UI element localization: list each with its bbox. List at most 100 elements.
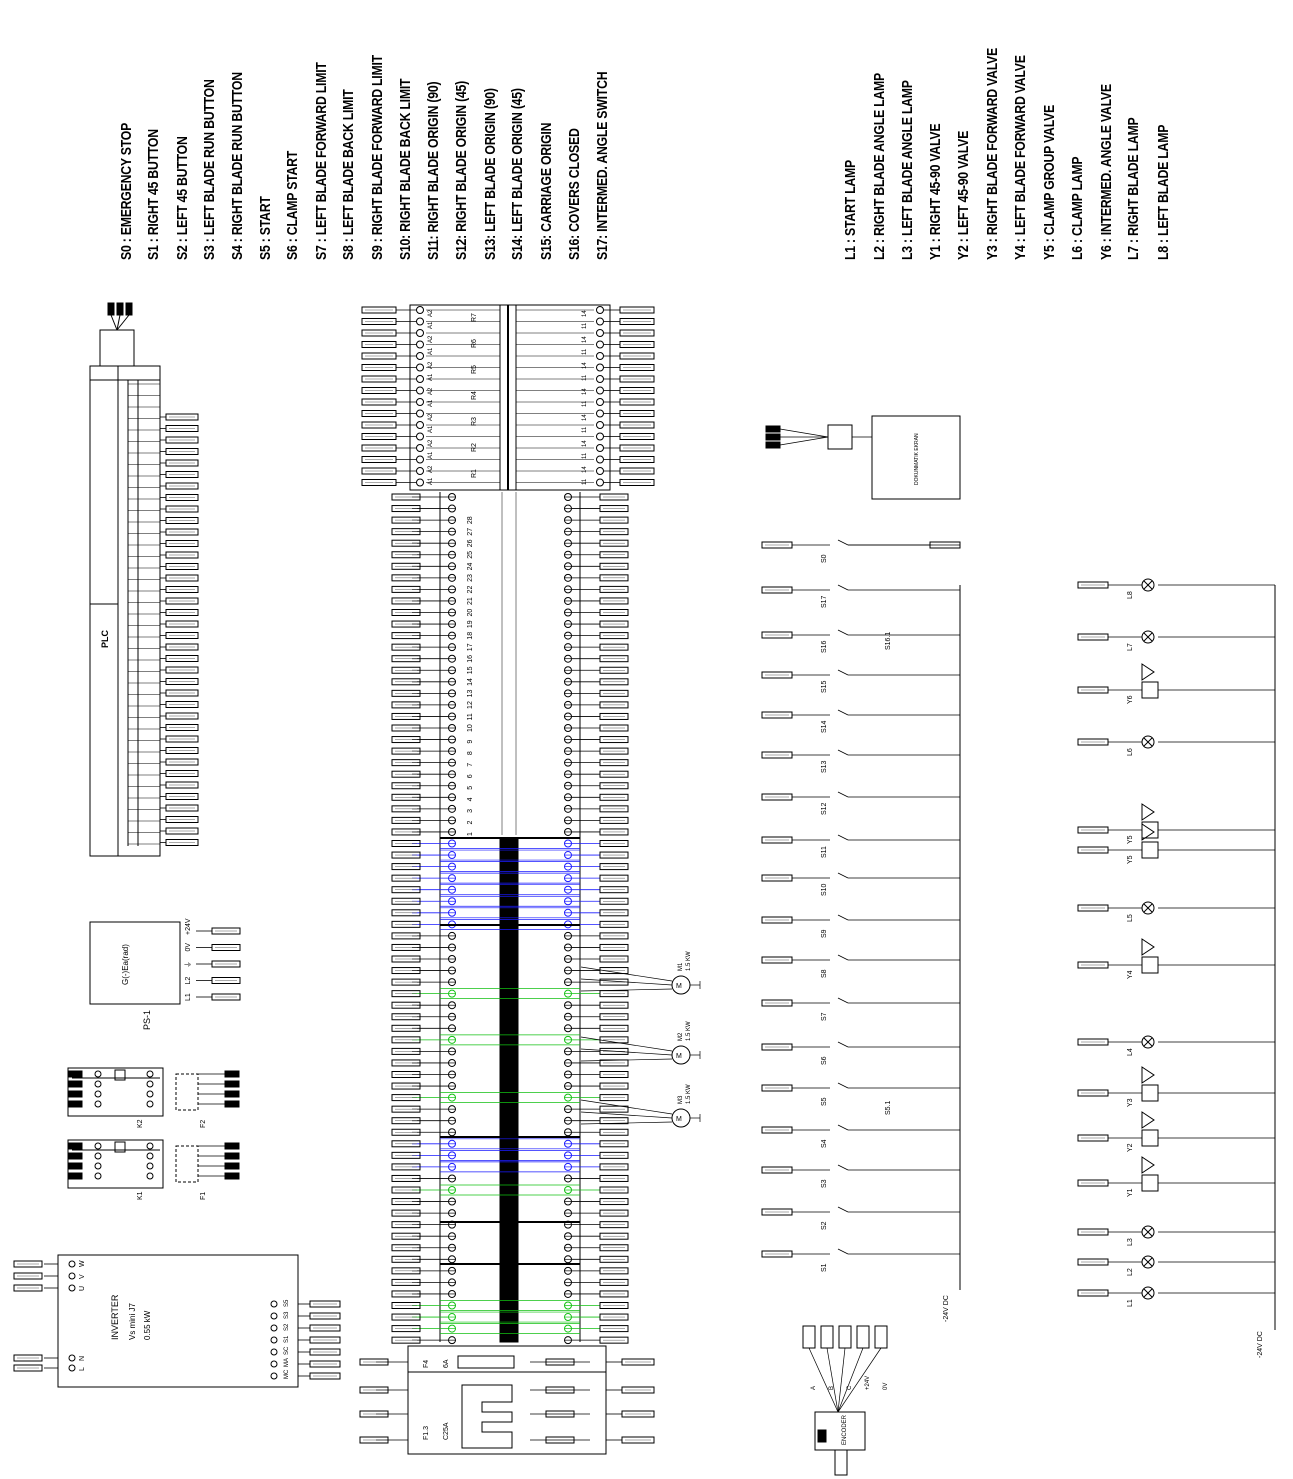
- output-label: Y5: [1127, 835, 1134, 844]
- wire-tag: [619, 433, 655, 440]
- wire-tag: [361, 341, 397, 348]
- relay-label: R4: [471, 391, 478, 400]
- terminal-number: 19: [467, 620, 474, 628]
- wire-tag: [361, 306, 397, 314]
- wire-tag: [391, 1313, 421, 1321]
- inverter-terminal: [68, 1364, 76, 1372]
- relay-terminal: [596, 386, 604, 395]
- display-cable: [779, 428, 829, 438]
- wire-tag: [391, 1024, 421, 1032]
- wire-tag: [599, 816, 629, 824]
- relay-pin-label: A2: [428, 309, 434, 317]
- fuse-cartridge: [545, 1358, 575, 1366]
- wire-tag: [211, 977, 241, 984]
- inverter-terminal: [270, 1312, 278, 1320]
- switch-contact: [837, 749, 849, 756]
- fuse-rating: 6A: [443, 1359, 450, 1368]
- inverter-terminal: [270, 1300, 278, 1308]
- output-label: Y1: [1127, 1188, 1134, 1197]
- wire-tag: [361, 421, 397, 429]
- wire-tag: [361, 387, 397, 394]
- wire-tag: [391, 1244, 421, 1252]
- wire-tag: [599, 689, 629, 697]
- relay-pin-label: 14: [582, 414, 588, 421]
- wire-tag: [599, 620, 629, 628]
- wire-tag: [391, 920, 421, 928]
- switch-label: S5: [821, 1097, 828, 1106]
- valve-coil-icon: [1141, 681, 1159, 699]
- display-connector: [827, 424, 853, 450]
- display-label: DOKUNMATIK EKRAN: [914, 433, 920, 485]
- valve-coil-icon: [1141, 821, 1159, 839]
- wire-tag: [165, 482, 199, 490]
- wire-tag: [165, 770, 199, 777]
- contactor-coil: [114, 1141, 126, 1153]
- contactor-terminal: [94, 1142, 102, 1150]
- lamp-cross: [1143, 1288, 1153, 1298]
- fuse-f4-box: [457, 1355, 515, 1369]
- wire-tag: [391, 1001, 421, 1009]
- motor-wire: [580, 1048, 673, 1056]
- breaker-symbol: [461, 1384, 513, 1449]
- contactor-output-block: [224, 1142, 240, 1150]
- wire-tag: [599, 1255, 629, 1263]
- wire-tag: [391, 840, 421, 847]
- encoder-wire: [837, 1347, 882, 1413]
- switch-label: S10: [821, 883, 828, 896]
- relay-terminal: [416, 386, 424, 395]
- wire-tag: [391, 632, 421, 640]
- wire-tag: [361, 352, 397, 360]
- plc-cable: [116, 314, 121, 331]
- wire-tag: [599, 990, 629, 998]
- encoder-connector: [838, 1325, 852, 1349]
- wire-tag: [391, 863, 421, 871]
- plc-label: PLC: [100, 629, 110, 648]
- wire-tag: [391, 759, 421, 767]
- wire-tag: [165, 448, 199, 455]
- wire-tag: [599, 1024, 629, 1032]
- wire-tag: [165, 735, 199, 743]
- contactor-terminal: [146, 1070, 154, 1078]
- wire-tag: [391, 805, 421, 813]
- wire-tag: [391, 828, 421, 836]
- wire-tag: [391, 782, 421, 790]
- fuse-cartridge: [545, 1386, 575, 1394]
- terminal-number: 14: [467, 678, 474, 686]
- wire-tag: [391, 609, 421, 616]
- wire-tag: [391, 1082, 421, 1090]
- wire-tag: [391, 1140, 421, 1148]
- wire-tag: [361, 364, 397, 371]
- contactor-terminal: [146, 1142, 154, 1150]
- encoder-connector: [820, 1325, 834, 1349]
- valve-icon: [1141, 803, 1155, 821]
- lamp-cross: [1143, 737, 1153, 747]
- encoder-wire: [808, 1347, 839, 1413]
- terminal-number: 7: [467, 763, 474, 767]
- wire-tag: [599, 770, 629, 778]
- wire-tag: [761, 793, 793, 801]
- wire-tag: [1077, 904, 1109, 912]
- terminal-number: 28: [467, 516, 474, 524]
- fuse-cartridge: [545, 1436, 575, 1444]
- plc-plug-pin: [116, 302, 124, 316]
- relay-pin-label: 11: [582, 400, 588, 407]
- wire-tag: [599, 1244, 629, 1252]
- terminal-number: 24: [467, 562, 474, 570]
- wire-tag: [165, 597, 199, 605]
- wire-tag: [359, 1410, 389, 1418]
- wire-tag: [165, 551, 199, 559]
- wire-tag: [599, 967, 629, 975]
- wire-tag: [619, 479, 655, 486]
- wire-tag: [165, 712, 199, 720]
- wire-tag: [361, 329, 397, 337]
- wire-tag: [599, 886, 629, 894]
- wire-tag: [165, 701, 199, 708]
- wire-tag: [599, 909, 629, 917]
- motor-symbol: M: [676, 1053, 682, 1060]
- terminal-number: 27: [467, 528, 474, 536]
- wire-tag: [599, 874, 629, 882]
- wire-tag: [619, 444, 655, 452]
- switch-contact: [837, 1082, 849, 1089]
- wire-tag: [619, 387, 655, 394]
- wire-tag: [599, 655, 629, 663]
